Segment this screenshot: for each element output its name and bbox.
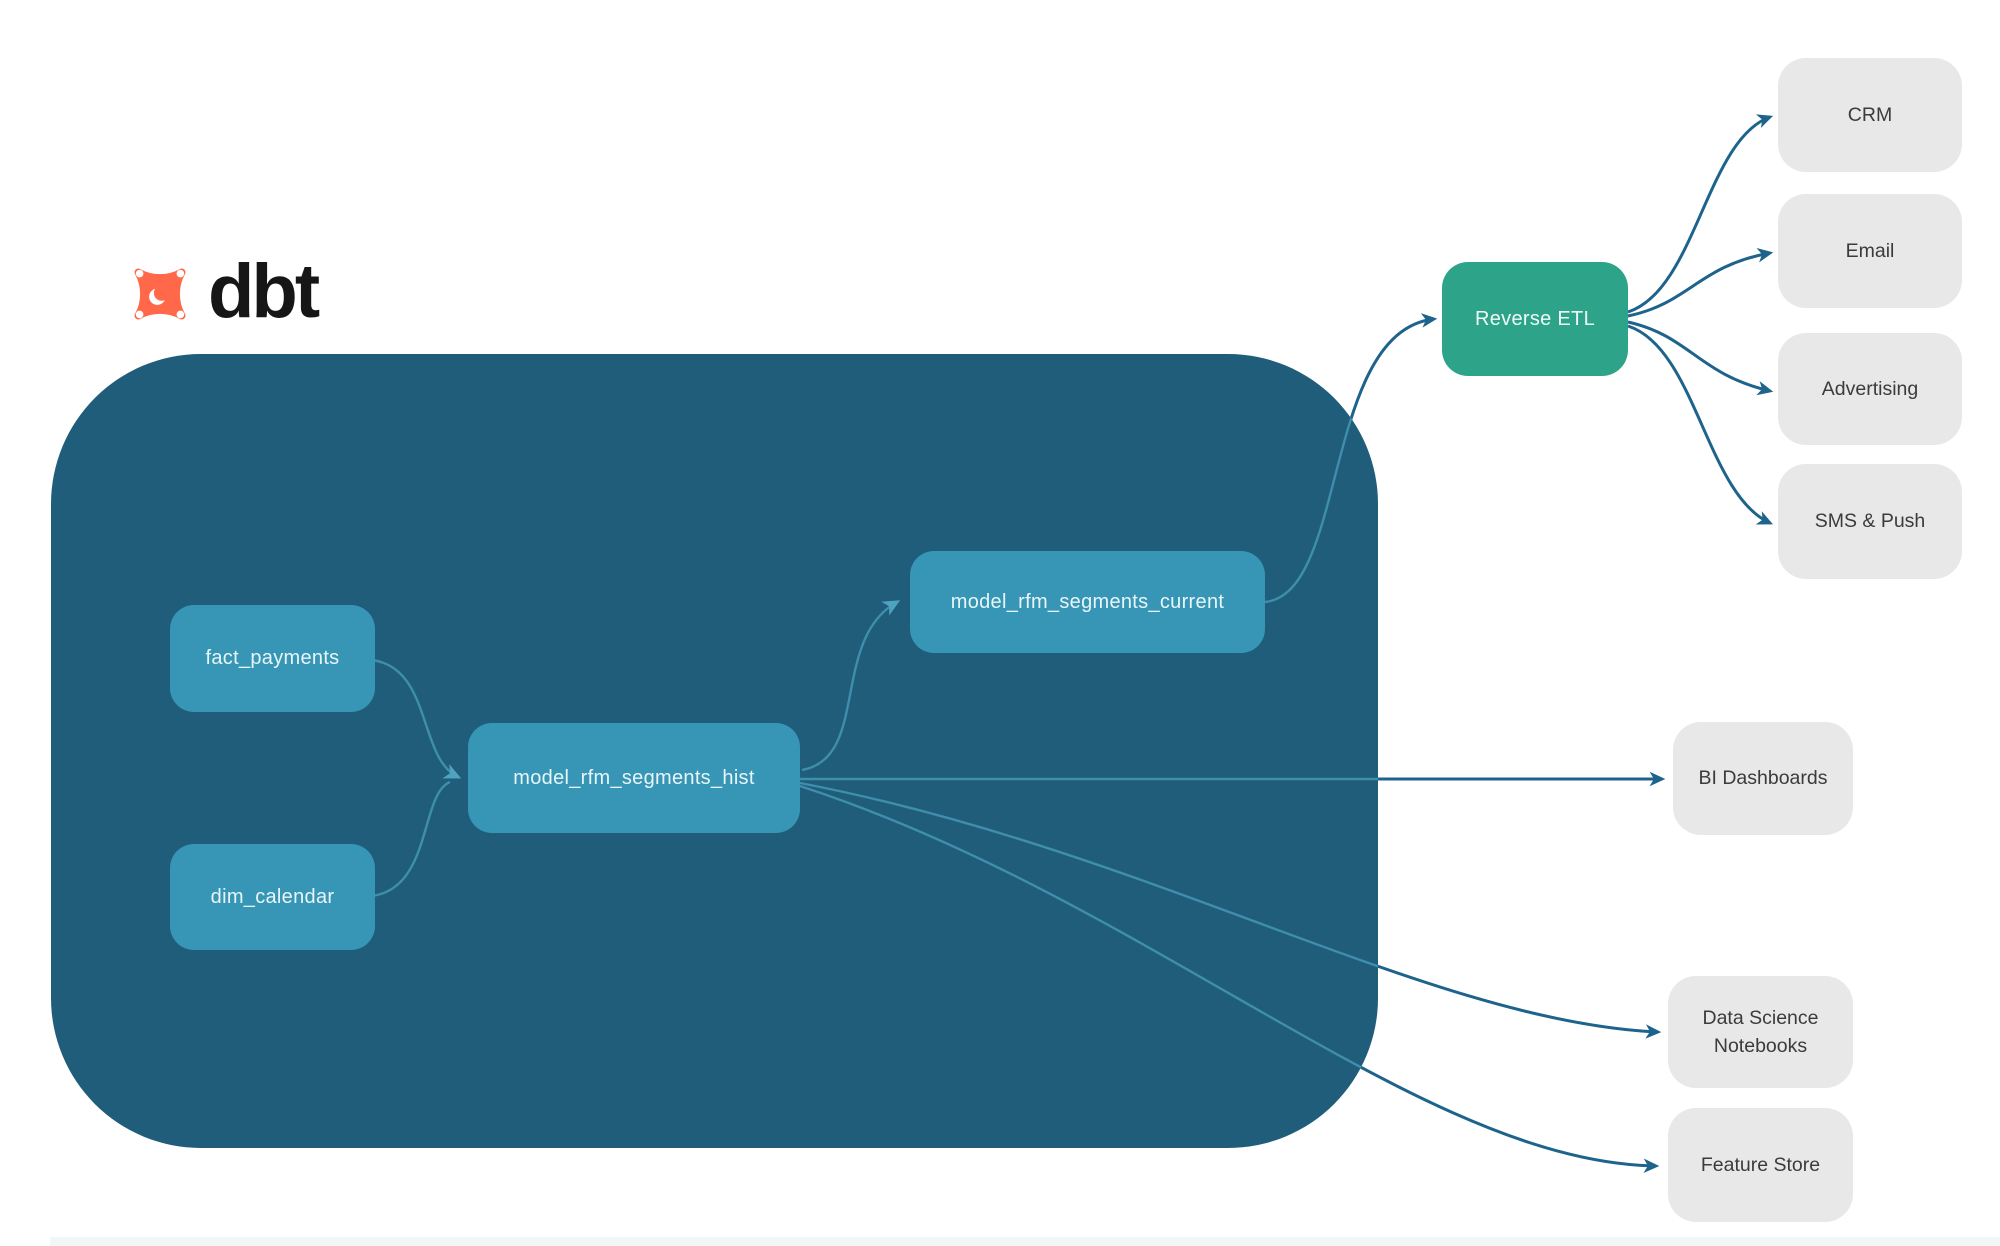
edge-current-to-reverse-etl	[1263, 317, 1436, 604]
dest-email: Email	[1778, 194, 1962, 308]
edge-etl-to-advertising	[1627, 320, 1774, 396]
dest-data-science-notebooks: Data Science Notebooks	[1668, 976, 1853, 1088]
dest-label: Email	[1845, 239, 1895, 262]
dest-label: BI Dashboards	[1698, 767, 1828, 790]
dbt-logo-icon	[134, 268, 186, 320]
dest-advertising: Advertising	[1778, 333, 1962, 445]
edge-group-inside	[371, 600, 901, 898]
dest-crm: CRM	[1778, 58, 1962, 172]
dbt-logo: dbt	[126, 249, 320, 334]
edge-group-crossing-outside	[798, 317, 1664, 1168]
bottom-edge-strip	[50, 1237, 2000, 1246]
node-reverse-etl: Reverse ETL	[1442, 262, 1628, 376]
dest-feature-store: Feature Store	[1668, 1108, 1853, 1222]
edge-fact-to-hist	[371, 658, 462, 779]
node-label: Reverse ETL	[1474, 307, 1595, 330]
node-label: fact_payments	[205, 647, 340, 669]
edge-etl-to-email	[1627, 248, 1774, 318]
dbt-logo-wordmark: dbt	[208, 249, 320, 334]
dest-label: Feature Store	[1700, 1153, 1821, 1176]
node-model-rfm-segments-hist: model_rfm_segments_hist	[468, 723, 800, 833]
node-label: dim_calendar	[210, 885, 335, 908]
node-model-rfm-segments-current: model_rfm_segments_current	[910, 551, 1265, 653]
node-fact-payments: fact_payments	[170, 605, 375, 712]
edge-etl-to-sms-push	[1627, 324, 1774, 525]
dest-label: Advertising	[1821, 377, 1919, 400]
edge-hist-to-feature-store	[798, 784, 1658, 1168]
dest-bi-dashboards: BI Dashboards	[1673, 722, 1853, 835]
dest-label: SMS & Push	[1814, 510, 1926, 533]
edge-group-crossing-inside	[798, 354, 1378, 1148]
edge-dim-to-hist	[371, 780, 451, 898]
edge-etl-to-crm	[1627, 114, 1774, 314]
edge-group-fanout	[1627, 114, 1774, 525]
edge-hist-to-current	[801, 600, 901, 772]
node-label: model_rfm_segments_current	[950, 590, 1225, 613]
node-label: model_rfm_segments_hist	[513, 766, 755, 789]
node-dim-calendar: dim_calendar	[170, 844, 375, 950]
dest-sms-push: SMS & Push	[1778, 464, 1962, 579]
dest-label: Data Science Notebooks	[1702, 1006, 1819, 1057]
dest-label: CRM	[1847, 103, 1893, 126]
